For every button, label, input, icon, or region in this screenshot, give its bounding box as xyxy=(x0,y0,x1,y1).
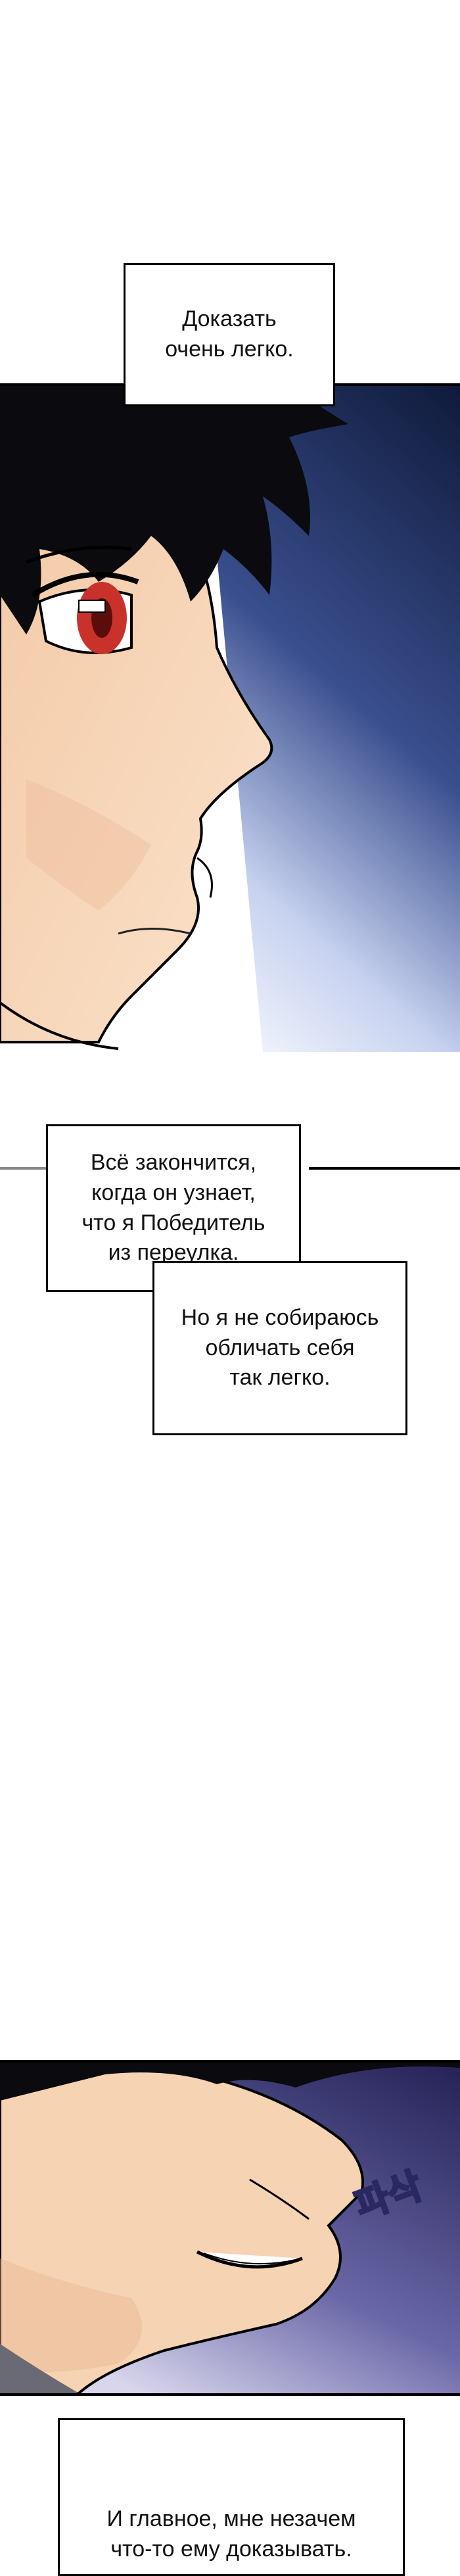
panel-border-top-2 xyxy=(0,2060,460,2063)
caption-box-1: Доказать очень легко. xyxy=(124,263,335,406)
panel-face-closeup xyxy=(0,385,460,1052)
divider-line-right xyxy=(309,1167,460,1170)
caption-text-4: И главное, мне незачем что-то ему доказы… xyxy=(106,2506,356,2562)
caption-box-3: Но я не собираюсь обличать себя так легк… xyxy=(152,1261,407,1435)
caption-text-2: Всё закончится, когда он узнает, что я П… xyxy=(81,1149,265,1266)
shirt xyxy=(0,2344,79,2393)
caption-text-1: Доказать очень легко. xyxy=(165,306,294,362)
eye xyxy=(26,546,139,654)
caption-text-3: Но я не собираюсь обличать себя так легк… xyxy=(181,1304,379,1391)
panel-border-bottom xyxy=(0,1052,460,1055)
sfx-text: 파삭 xyxy=(350,2164,428,2228)
divider-line-left xyxy=(0,1167,46,1170)
face-closeup-illustration xyxy=(0,385,460,1052)
panel-border-bottom-2 xyxy=(0,2393,460,2396)
mouth-line xyxy=(118,928,191,935)
smirk-hair xyxy=(0,2061,460,2101)
smirk-illustration: 파삭 xyxy=(0,2061,460,2393)
panel-smirk: 파삭 xyxy=(0,2061,460,2393)
caption-box-4: И главное, мне незачем что-то ему доказы… xyxy=(58,2418,405,2576)
